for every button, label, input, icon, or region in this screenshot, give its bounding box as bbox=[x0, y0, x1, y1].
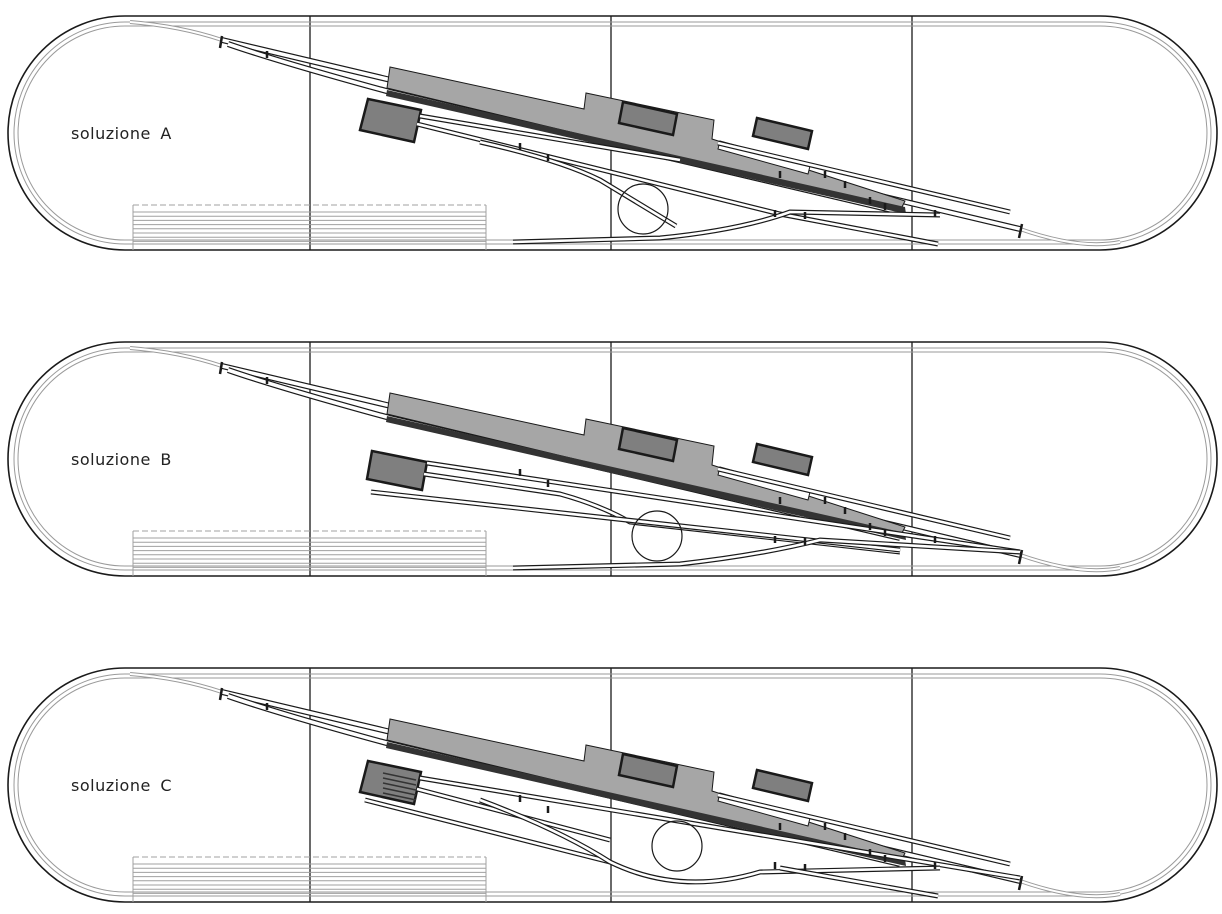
approach-ramp-left-bed bbox=[129, 347, 223, 367]
goods-track-bed bbox=[419, 776, 1021, 880]
tail-track-bed bbox=[479, 798, 941, 884]
tail-track bbox=[512, 209, 941, 245]
goods-track-bed bbox=[479, 140, 677, 228]
goods-track bbox=[426, 460, 1021, 555]
right-siding bbox=[717, 792, 1011, 867]
panel-c bbox=[7, 667, 1218, 903]
goods-track-bed bbox=[419, 114, 681, 162]
panel-b bbox=[7, 341, 1218, 577]
approach-ramp-right-bed bbox=[1019, 554, 1121, 572]
tail-track-bed bbox=[512, 538, 1021, 570]
goods-track-bed bbox=[364, 798, 611, 864]
goods-shed bbox=[358, 97, 423, 144]
station-track-2-bed bbox=[227, 694, 901, 866]
secondary-building bbox=[751, 768, 814, 803]
shed-track-line bbox=[382, 792, 417, 801]
secondary-building bbox=[751, 442, 814, 477]
right-siding-bed bbox=[717, 467, 1011, 540]
right-siding bbox=[717, 466, 1011, 541]
tail-track-bed bbox=[512, 210, 941, 244]
station-track-2 bbox=[227, 693, 901, 867]
turntable bbox=[631, 510, 683, 562]
right-siding-bed bbox=[717, 793, 1011, 866]
secondary-building bbox=[751, 116, 814, 151]
shed-track-line bbox=[382, 777, 417, 786]
spur-track-bed bbox=[779, 866, 939, 898]
turntable bbox=[617, 183, 669, 235]
goods-track bbox=[419, 113, 681, 163]
shed-track-line bbox=[382, 787, 417, 796]
shed-track-line bbox=[382, 782, 417, 791]
platform-edge bbox=[386, 416, 906, 540]
shed-track-line bbox=[382, 772, 417, 781]
station-track-2 bbox=[227, 367, 901, 541]
approach-ramp-right-bed bbox=[1019, 228, 1121, 246]
right-siding-bed bbox=[717, 141, 1011, 214]
panel-label-a: soluzione A bbox=[71, 124, 172, 143]
loop-track-rail bbox=[17, 677, 1208, 893]
station-track-2 bbox=[227, 41, 901, 215]
tail-track bbox=[512, 537, 1021, 571]
buffer-stop-left bbox=[218, 361, 224, 375]
station-building bbox=[617, 752, 679, 789]
loop-track-rail bbox=[17, 351, 1208, 567]
goods-track bbox=[364, 797, 611, 865]
goods-shed bbox=[365, 449, 429, 492]
buffer-stop-left bbox=[218, 687, 224, 701]
station-building bbox=[617, 100, 679, 137]
goods-track bbox=[479, 139, 678, 229]
buffer-stop-right bbox=[1017, 223, 1024, 239]
turntable bbox=[651, 820, 703, 872]
buffer-stop-right bbox=[1017, 549, 1024, 565]
goods-track-bed bbox=[426, 461, 1021, 554]
loop-track-rail bbox=[17, 25, 1208, 241]
station-track-2-bed bbox=[227, 368, 901, 540]
approach-ramp-left-bed bbox=[129, 673, 223, 693]
approach-ramp-right-bed bbox=[1019, 880, 1121, 898]
tail-track bbox=[479, 797, 941, 885]
station-track-2-bed bbox=[227, 42, 901, 214]
buffer-stop-right bbox=[1017, 875, 1024, 891]
panel-a bbox=[7, 15, 1218, 251]
panel-label-b: soluzione B bbox=[71, 450, 172, 469]
goods-track bbox=[419, 775, 1021, 881]
station-building bbox=[617, 426, 679, 463]
spur-track bbox=[779, 865, 939, 899]
buffer-stop-left bbox=[218, 35, 224, 49]
right-siding bbox=[717, 140, 1011, 215]
approach-ramp-left-bed bbox=[129, 21, 223, 41]
panel-label-c: soluzione C bbox=[71, 776, 173, 795]
